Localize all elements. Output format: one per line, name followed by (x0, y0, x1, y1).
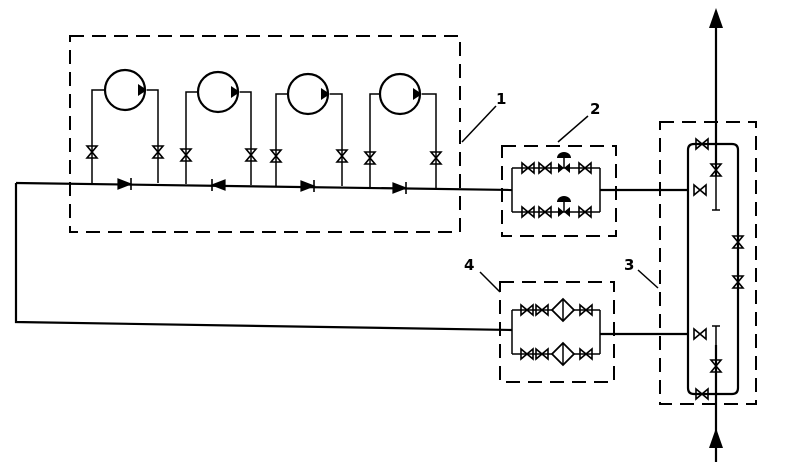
check-valve-icon (392, 181, 407, 195)
pump-outlet-icon (413, 88, 422, 100)
group-1-boundary (69, 35, 461, 233)
pump-unit-4 (364, 72, 442, 188)
valve-icon (693, 184, 707, 196)
leader-line-1 (461, 105, 497, 143)
filter-icon (550, 297, 576, 323)
flow-arrow-icon (709, 428, 723, 448)
pump-outlet-icon (138, 84, 147, 96)
callout-1: 1 (496, 90, 506, 108)
return-line (14, 183, 513, 332)
filter-manifold (511, 297, 601, 367)
regulator-icon (557, 196, 571, 217)
filter-icon (550, 341, 576, 367)
leader-line-3 (637, 269, 659, 289)
callout-4: 4 (464, 256, 474, 274)
pump-unit-2 (180, 70, 257, 185)
leader-line-4 (479, 271, 501, 293)
flow-arrow-icon (709, 8, 723, 28)
callout-2: 2 (590, 100, 600, 118)
leader-line-2 (557, 115, 589, 143)
pump-outlet-icon (321, 88, 330, 100)
group-3-boundary (659, 121, 757, 405)
collector-manifold (686, 8, 744, 462)
pump-unit-3 (270, 72, 348, 186)
callout-3: 3 (624, 256, 634, 274)
regulator-manifold (511, 152, 601, 218)
valve-icon (693, 328, 707, 340)
group-2-boundary (501, 145, 617, 237)
check-valve-icon (117, 177, 132, 191)
check-valve-icon (300, 179, 315, 193)
group-4-boundary (499, 281, 615, 383)
check-valve-icon (211, 178, 226, 192)
pump-unit-1 (86, 68, 164, 183)
pump-header-line (15, 181, 513, 192)
pump-outlet-icon (231, 86, 240, 98)
regulator-icon (557, 152, 571, 173)
